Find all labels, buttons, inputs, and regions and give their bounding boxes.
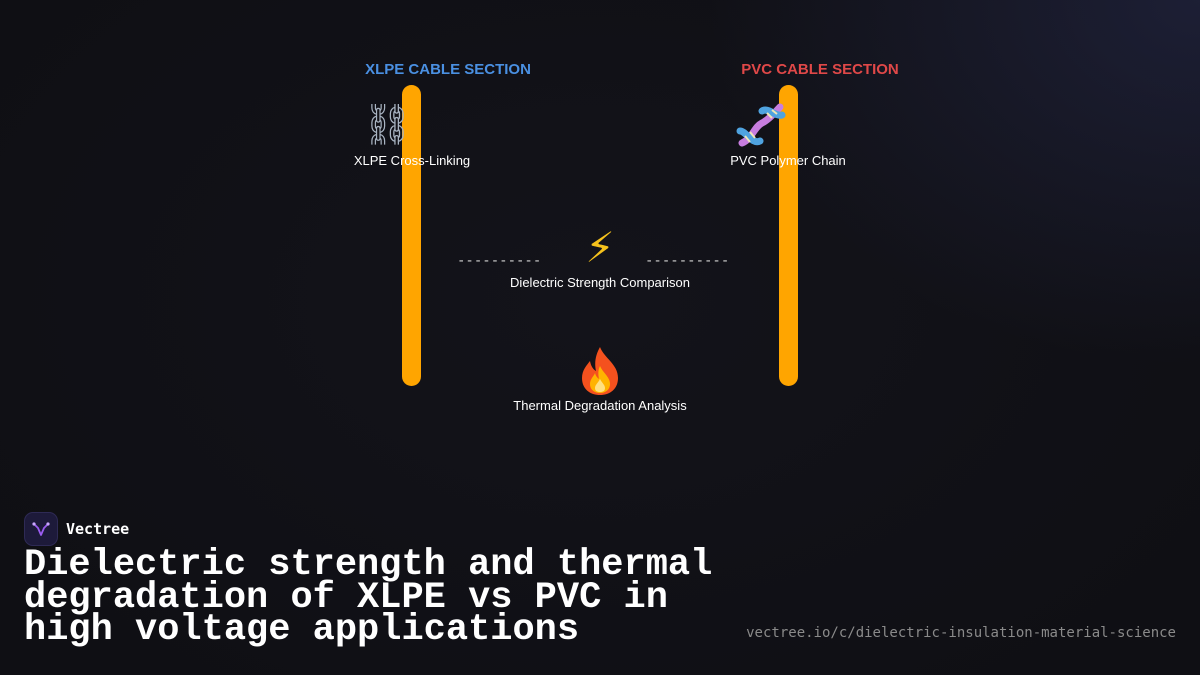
- xlpe-caption: XLPE Cross-Linking: [353, 153, 471, 168]
- xlpe-section-title: XLPE CABLE SECTION: [365, 61, 531, 78]
- dielectric-caption: Dielectric Strength Comparison: [510, 275, 690, 290]
- chain-icon: ⛓: [362, 102, 413, 148]
- source-url: vectree.io/c/dielectric-insulation-mater…: [746, 625, 1176, 641]
- pvc-cable-bar: [779, 85, 798, 386]
- brand: Vectree: [24, 512, 129, 546]
- pvc-caption: PVC Polymer Chain: [730, 153, 846, 168]
- lightning-bolt-icon: ⚡: [585, 223, 615, 272]
- vectree-logo-icon: [24, 512, 58, 546]
- brand-name: Vectree: [66, 520, 130, 538]
- xlpe-cable-bar: [402, 85, 421, 386]
- pvc-section-title: PVC CABLE SECTION: [741, 61, 899, 78]
- dashed-connector-left: ----------: [457, 253, 542, 269]
- dashed-connector-right: ----------: [645, 253, 730, 269]
- dna-icon: [736, 101, 786, 160]
- thermal-caption: Thermal Degradation Analysis: [513, 398, 687, 413]
- page-title: Dielectric strength and thermal degradat…: [24, 544, 713, 651]
- fire-icon: [574, 344, 626, 398]
